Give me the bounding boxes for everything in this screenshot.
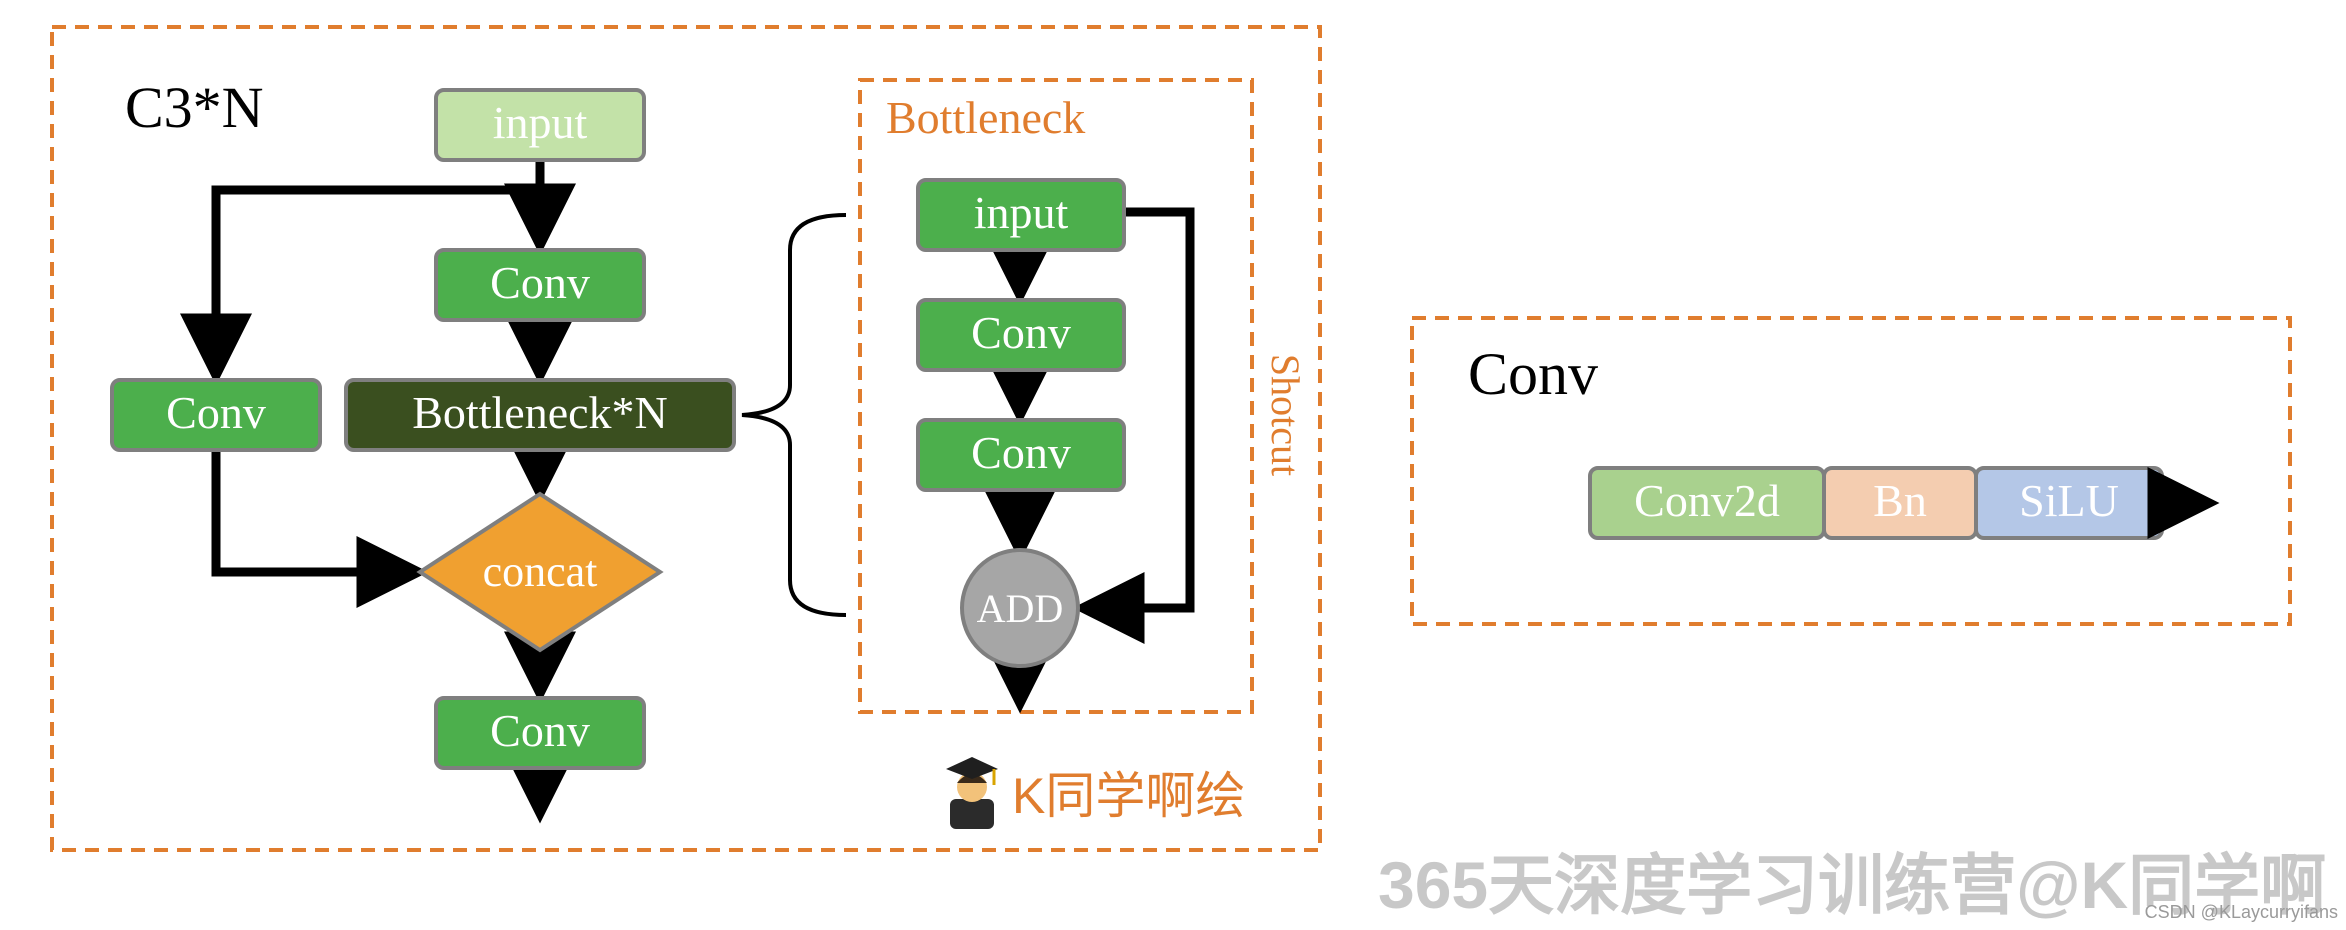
c3-conv-bottom-node: Conv	[434, 696, 646, 770]
conv-module-frame	[1410, 316, 2292, 626]
watermark-small: CSDN @KLaycurryifans	[2145, 902, 2338, 922]
bottleneck-conv1-node: Conv	[916, 298, 1126, 372]
bn-label: Bn	[1873, 475, 1927, 526]
bottleneck-connectors	[984, 207, 1195, 714]
expand-brace	[741, 213, 847, 617]
c3-conv-bottom-label: Conv	[490, 705, 590, 756]
c3-title: C3*N	[125, 75, 264, 140]
c3-conv-side-label: Conv	[166, 387, 266, 438]
conv2d-label: Conv2d	[1634, 475, 1780, 526]
student-icon	[946, 757, 998, 829]
c3-input-node: input	[434, 88, 646, 162]
c3-bottleneck-n-label: Bottleneck*N	[412, 387, 668, 438]
c3-concat-node: concat	[416, 491, 664, 653]
silu-block: SiLU	[1974, 466, 2164, 540]
conv-module-title: Conv	[1468, 341, 1598, 407]
c3-conv-side-node: Conv	[110, 378, 322, 452]
c3-bottleneck-n-node: Bottleneck*N	[344, 378, 736, 452]
shortcut-path	[1072, 207, 1195, 644]
author-label: K同学啊绘	[1012, 768, 1245, 824]
c3-frame	[50, 25, 1322, 852]
bottleneck-conv2-label: Conv	[971, 427, 1071, 478]
watermark-main: 365天深度学习训练营@K同学啊	[1378, 848, 2326, 922]
bottleneck-input-node: input	[916, 178, 1126, 252]
bottleneck-title: Bottleneck	[886, 92, 1085, 143]
silu-label: SiLU	[2019, 475, 2119, 526]
conv-module-chain: Conv2d Bn SiLU	[1588, 466, 2220, 540]
c3-conv-top-label: Conv	[490, 257, 590, 308]
c3-concat-label: concat	[483, 547, 598, 596]
bottleneck-frame	[858, 78, 1254, 714]
bottleneck-conv2-node: Conv	[916, 418, 1126, 492]
shortcut-label: Shotcut	[1263, 354, 1308, 476]
c3-connectors	[180, 160, 576, 824]
c3-input-label: input	[493, 97, 588, 148]
c3-conv-top-node: Conv	[434, 248, 646, 322]
arrow-input-to-conv-side	[180, 185, 540, 386]
bottleneck-add-node: ADD	[960, 548, 1080, 668]
author-credit: K同学啊绘	[946, 757, 1245, 829]
bn-block: Bn	[1822, 466, 1978, 540]
bottleneck-input-label: input	[974, 187, 1069, 238]
bottleneck-add-label: ADD	[977, 586, 1064, 631]
bottleneck-conv1-label: Conv	[971, 307, 1071, 358]
arrow-conv-side-to-concat	[211, 450, 429, 608]
conv2d-block: Conv2d	[1588, 466, 1826, 540]
